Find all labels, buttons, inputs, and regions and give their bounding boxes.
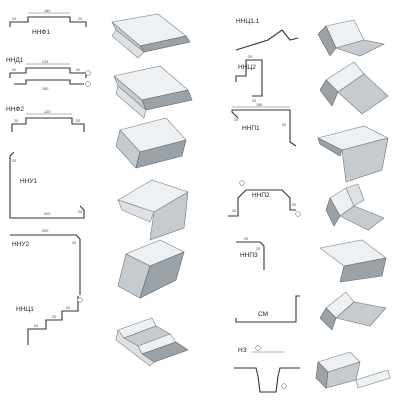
profile-nnc1-1-render (317, 19, 385, 57)
dim-label: 20 (66, 306, 70, 310)
dim-label: 20 (12, 17, 16, 21)
dim-label: 20 (248, 55, 252, 59)
profile-nz-render (315, 351, 391, 389)
profile-nnu1-render (117, 179, 189, 241)
profile-nnc1-1-code: ННЦ1.1 (236, 18, 260, 25)
profile-nnp1-drawing: 150 20 20 ННП1 (231, 103, 297, 147)
profile-nz-code: НЗ (238, 347, 247, 354)
profile-nnf1-render (111, 13, 191, 59)
profile-nnu2-render (117, 239, 185, 299)
profile-nnd1-render (113, 65, 193, 119)
profile-nnd1-drawing: ННД1 215 150 20 20 (6, 57, 91, 91)
profile-nnc1-drawing: ННЦ1 20 20 20 (16, 296, 83, 345)
profile-nnp1-code: ННП1 (242, 125, 260, 132)
profile-nnu1-code: ННУ1 (20, 178, 38, 185)
profile-nnf2-drawing: ННФ2 120 20 20 (6, 106, 85, 132)
dim-label: 20 (244, 237, 248, 241)
dim-label: 120 (44, 110, 50, 114)
profile-nnf1-drawing: 180 20 20 ННФ1 (9, 9, 87, 36)
profile-nz-drawing: НЗ 1 2 (234, 345, 300, 393)
profile-nnc1-render (115, 317, 189, 367)
profile-nnp2-code: ННП2 (252, 192, 270, 199)
profile-nnp3-code: ННП3 (240, 252, 258, 259)
dim-label: 20 (232, 209, 236, 213)
profile-nnc1-1-drawing: ННЦ1.1 (235, 18, 299, 51)
profile-nnc1-code: ННЦ1 (16, 306, 34, 313)
profile-nnd1-code: ННД1 (6, 57, 24, 64)
dim-label: 20 (78, 17, 82, 21)
profile-sm-render (319, 291, 387, 331)
dim-label: 180 (44, 9, 50, 13)
dim-label: 20 (282, 123, 286, 127)
profile-nnp3-render (319, 239, 387, 283)
profile-nnc2-code: ННЦ2 (238, 64, 256, 71)
dim-label: 200 (44, 212, 50, 216)
dim-label: 215 (42, 60, 48, 64)
profile-nnu1-drawing: ННУ1 200 20 20 (9, 151, 85, 219)
profile-nnc2-drawing: ННЦ2 20 20 (235, 55, 263, 103)
profile-nnc2-render (319, 61, 389, 115)
dim-label: 20 (52, 315, 56, 319)
dim-label: 20 (12, 159, 16, 163)
profile-nnf2-render (115, 117, 187, 169)
dim-label: 150 (42, 87, 48, 91)
profile-nnu2-drawing: ННУ2 200 20 (10, 229, 81, 295)
dim-label: 20 (234, 118, 238, 122)
profile-nnp3-drawing: 20 20 ННП3 (236, 237, 265, 270)
dim-label: 20 (34, 324, 38, 328)
dim-label: 20 (12, 68, 16, 72)
dim-label: 20 (76, 68, 80, 72)
dim-label: 20 (76, 119, 80, 123)
dim-label: 200 (42, 229, 48, 233)
dim-label: 20 (252, 99, 256, 103)
profile-nnp1-render (317, 125, 389, 183)
profile-nnp2-drawing: ННП2 20 20 20 (228, 180, 301, 217)
profile-nnf2-code: ННФ2 (6, 106, 24, 113)
dim-label: 20 (292, 203, 296, 207)
profile-nnf1-code: ННФ1 (32, 29, 50, 36)
dim-label: 20 (78, 210, 82, 214)
profile-sm-code: СМ (258, 311, 268, 318)
profile-nnu2-code: ННУ2 (12, 241, 30, 248)
profile-sm-drawing: СМ (235, 295, 300, 323)
dim-label: 20 (72, 241, 76, 245)
dim-label: 150 (256, 103, 262, 107)
dim-label: 20 (14, 119, 18, 123)
profile-nnp2-render (325, 183, 385, 231)
dim-label: 20 (256, 247, 260, 251)
